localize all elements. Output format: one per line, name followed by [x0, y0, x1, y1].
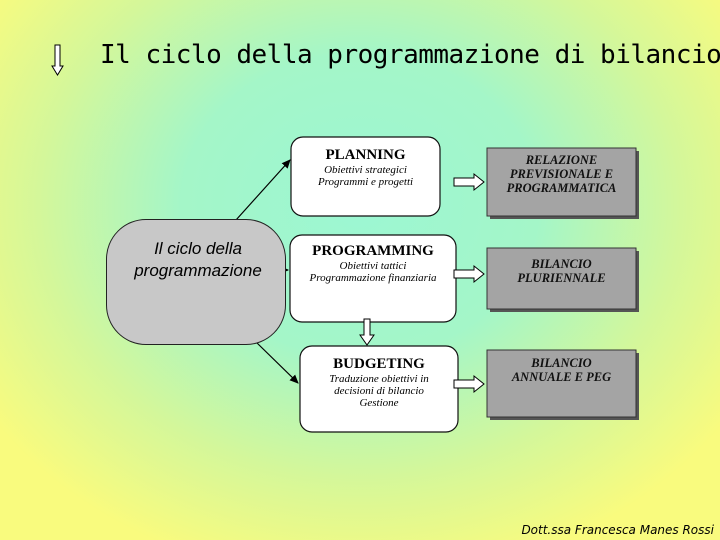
pluriennale-line1: BILANCIO — [531, 257, 592, 271]
annuale-line2: ANNUALE E PEG — [511, 370, 612, 384]
budgeting-heading: BUDGETING — [333, 356, 425, 372]
programming-to-pluriennale-arrow-icon — [453, 264, 485, 284]
page-title: Il ciclo della programmazione di bilanci… — [100, 40, 720, 70]
budgeting-line2: decisioni di bilancio — [334, 385, 424, 397]
budgeting-text: BUDGETING Traduzione obiettivi in decisi… — [300, 356, 458, 409]
relazione-box — [486, 147, 637, 217]
planning-to-relazione-arrow-icon — [453, 172, 485, 192]
arrow-to-budgeting — [255, 341, 299, 384]
programming-heading: PROGRAMMING — [312, 243, 434, 259]
relazione-line3: PROGRAMMATICA — [506, 181, 617, 195]
author-footer: Dott.ssa Francesca Manes Rossi — [521, 523, 714, 537]
relazione-line2: PREVISIONALE E — [509, 167, 614, 181]
center-label: Il ciclo della programmazione — [118, 238, 278, 282]
center-ellipse — [106, 219, 286, 345]
annuale-line1: BILANCIO — [531, 356, 592, 370]
pluriennale-box — [486, 247, 637, 310]
budgeting-box — [299, 345, 459, 433]
relazione-text: RELAZIONE PREVISIONALE E PROGRAMMATICA — [487, 153, 636, 195]
annuale-text: BILANCIO ANNUALE E PEG — [487, 356, 636, 384]
budgeting-line3: Gestione — [359, 397, 399, 409]
planning-text: PLANNING Obiettivi strategici Programmi … — [291, 147, 440, 188]
budgeting-line1: Traduzione obiettivi in — [329, 373, 429, 385]
title-down-arrow-icon — [51, 44, 64, 76]
center-label-line1: Il ciclo della — [154, 239, 242, 258]
planning-line2: Programmi e progetti — [317, 176, 414, 188]
programming-text: PROGRAMMING Obiettivi tattici Programmaz… — [290, 243, 456, 284]
center-label-line2: programmazione — [134, 261, 262, 280]
programming-line2: Programmazione finanziaria — [309, 272, 437, 284]
arrow-to-planning — [235, 159, 291, 221]
planning-heading: PLANNING — [325, 147, 406, 163]
pluriennale-line2: PLURIENNALE — [517, 271, 606, 285]
relazione-line1: RELAZIONE — [525, 153, 598, 167]
annuale-box — [486, 349, 637, 418]
budgeting-to-annuale-arrow-icon — [453, 374, 485, 394]
programming-to-budgeting-arrow-icon — [359, 318, 375, 346]
planning-line1: Obiettivi strategici — [324, 164, 407, 176]
planning-box — [290, 136, 441, 217]
pluriennale-text: BILANCIO PLURIENNALE — [487, 257, 636, 285]
programming-line1: Obiettivi tattici — [339, 260, 407, 272]
